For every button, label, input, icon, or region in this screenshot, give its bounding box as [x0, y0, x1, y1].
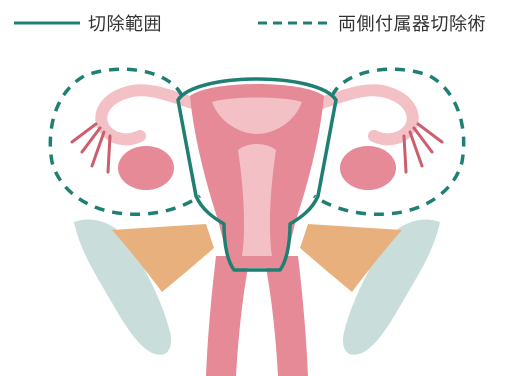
- left-fimbriae: [72, 124, 110, 172]
- vaginal-canal: [206, 256, 308, 376]
- cervical-canal: [238, 144, 276, 256]
- right-ovary: [340, 146, 396, 190]
- right-fimbriae: [404, 124, 442, 172]
- left-ovary: [118, 146, 174, 190]
